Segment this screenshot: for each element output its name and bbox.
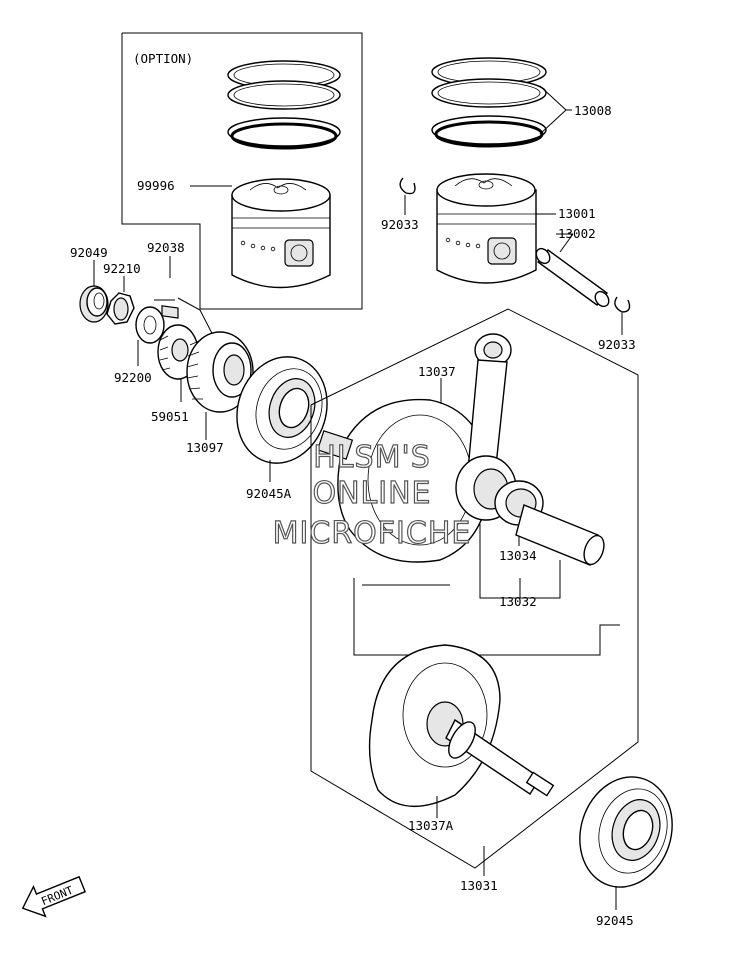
option-piston bbox=[231, 178, 331, 289]
label-13097: 13097 bbox=[186, 440, 224, 455]
label-92200: 92200 bbox=[114, 370, 152, 385]
label-92038: 92038 bbox=[147, 240, 185, 255]
label-13034: 13034 bbox=[499, 548, 537, 563]
label-13032: 13032 bbox=[499, 594, 537, 609]
option-piston-rings bbox=[227, 60, 341, 150]
watermark: HLSM'S ONLINE MICROFICHE bbox=[272, 439, 472, 551]
crankshaft-assembly-box bbox=[310, 308, 639, 869]
option-label: (OPTION) bbox=[133, 51, 193, 66]
piston bbox=[436, 173, 537, 284]
piston-pin bbox=[535, 247, 610, 308]
label-92045A: 92045A bbox=[246, 486, 292, 501]
label-92033-upper: 92033 bbox=[381, 217, 419, 232]
front-arrow: FRONT bbox=[21, 875, 87, 918]
washer bbox=[135, 306, 165, 344]
watermark-line-1: HLSM'S bbox=[313, 440, 431, 475]
oil-seal bbox=[79, 285, 109, 323]
label-13031: 13031 bbox=[460, 878, 498, 893]
watermark-line-3: MICROFICHE bbox=[273, 516, 472, 551]
label-13001: 13001 bbox=[558, 206, 596, 221]
label-13008: 13008 bbox=[574, 103, 612, 118]
label-13037A: 13037A bbox=[408, 818, 454, 833]
crankshaft-half-left bbox=[316, 398, 491, 563]
label-92210: 92210 bbox=[103, 261, 141, 276]
watermark-line-2: ONLINE bbox=[312, 476, 431, 511]
option-box: (OPTION) bbox=[121, 32, 363, 310]
key bbox=[161, 305, 179, 319]
circlip-lower bbox=[614, 296, 631, 313]
label-92045: 92045 bbox=[596, 913, 634, 928]
label-13037: 13037 bbox=[418, 364, 456, 379]
nut bbox=[106, 292, 135, 325]
piston-rings bbox=[431, 57, 547, 148]
label-13002: 13002 bbox=[558, 226, 596, 241]
crank-shaft bbox=[445, 718, 555, 797]
crank-pin bbox=[515, 504, 605, 566]
ball-bearing-right bbox=[579, 776, 673, 888]
label-92049: 92049 bbox=[70, 245, 108, 260]
label-92033-lower: 92033 bbox=[598, 337, 636, 352]
circlip-upper bbox=[399, 177, 416, 195]
label-59051: 59051 bbox=[151, 409, 189, 424]
crankshaft-half-right bbox=[368, 644, 501, 807]
label-99996: 99996 bbox=[137, 178, 175, 193]
primary-gear bbox=[186, 331, 254, 413]
ball-bearing-left bbox=[236, 356, 328, 464]
